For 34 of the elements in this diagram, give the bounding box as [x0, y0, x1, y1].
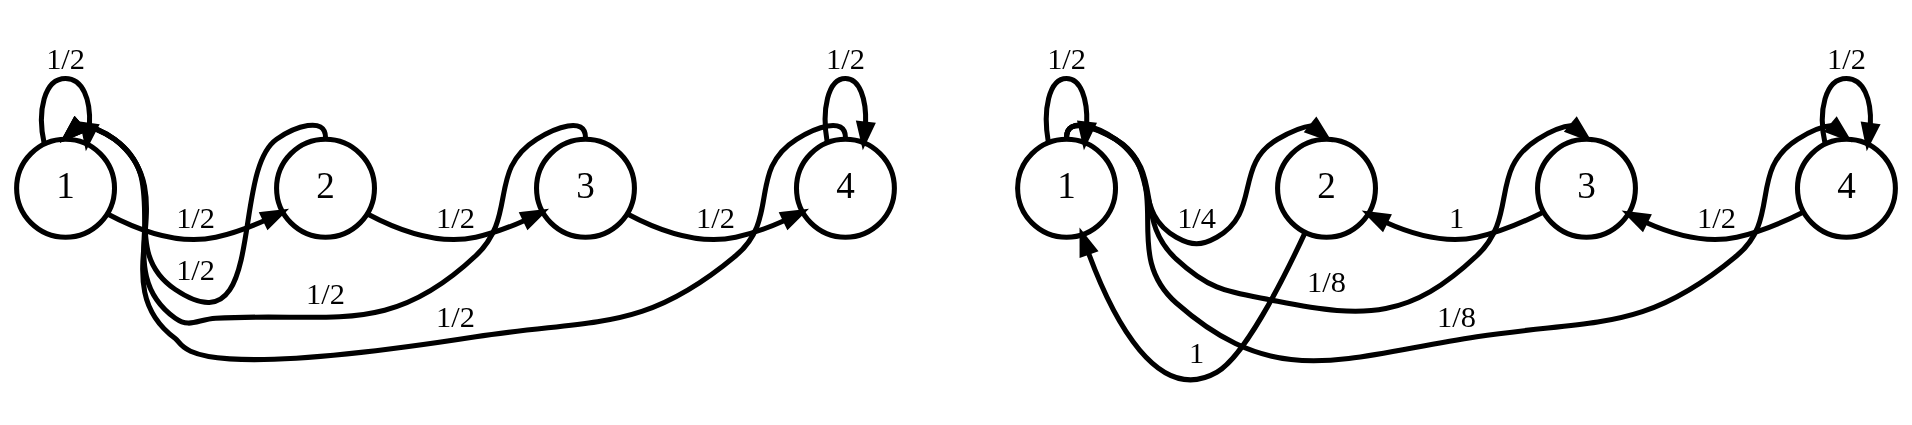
arrow	[1361, 209, 1545, 242]
arrow	[366, 208, 550, 242]
edge-label: 1/2	[46, 42, 85, 77]
edge-label: 1/4	[1177, 200, 1216, 235]
node-circle: 4	[1794, 136, 1898, 240]
edge-label: 1/2	[1047, 42, 1086, 77]
edge-label: 1/2	[1827, 42, 1866, 77]
arrow	[106, 208, 290, 242]
node-circle: 3	[534, 136, 637, 240]
node-circle: 2	[274, 136, 377, 240]
edge-label: 1/2	[1697, 200, 1736, 235]
node-circle: 1	[1015, 136, 1119, 240]
edge-label: 1/8	[1437, 300, 1476, 335]
edge-label: 1/2	[436, 300, 475, 335]
edge-label: 1	[1448, 200, 1465, 235]
edge-label: 1/2	[696, 200, 735, 235]
node-circle: 4	[793, 136, 897, 240]
node-circle: 2	[1275, 136, 1378, 240]
edge-label: 1/8	[1307, 264, 1346, 299]
edge-label: 1/2	[306, 276, 345, 311]
edge-label: 1	[1188, 335, 1205, 370]
edge-label: 1/2	[176, 253, 215, 288]
arrow	[822, 76, 876, 151]
arrow	[1819, 76, 1881, 152]
node-circle: 1	[14, 136, 118, 240]
node-circle: 3	[1535, 136, 1638, 240]
arrow	[1079, 227, 1308, 383]
edge-label: 1/2	[436, 200, 475, 235]
arrow	[1064, 116, 1593, 314]
arrow	[626, 208, 809, 242]
edge-label: 1/2	[176, 200, 215, 235]
edge-label: 1/2	[826, 42, 865, 77]
arrow	[1064, 116, 1853, 364]
arrow	[1621, 209, 1805, 242]
